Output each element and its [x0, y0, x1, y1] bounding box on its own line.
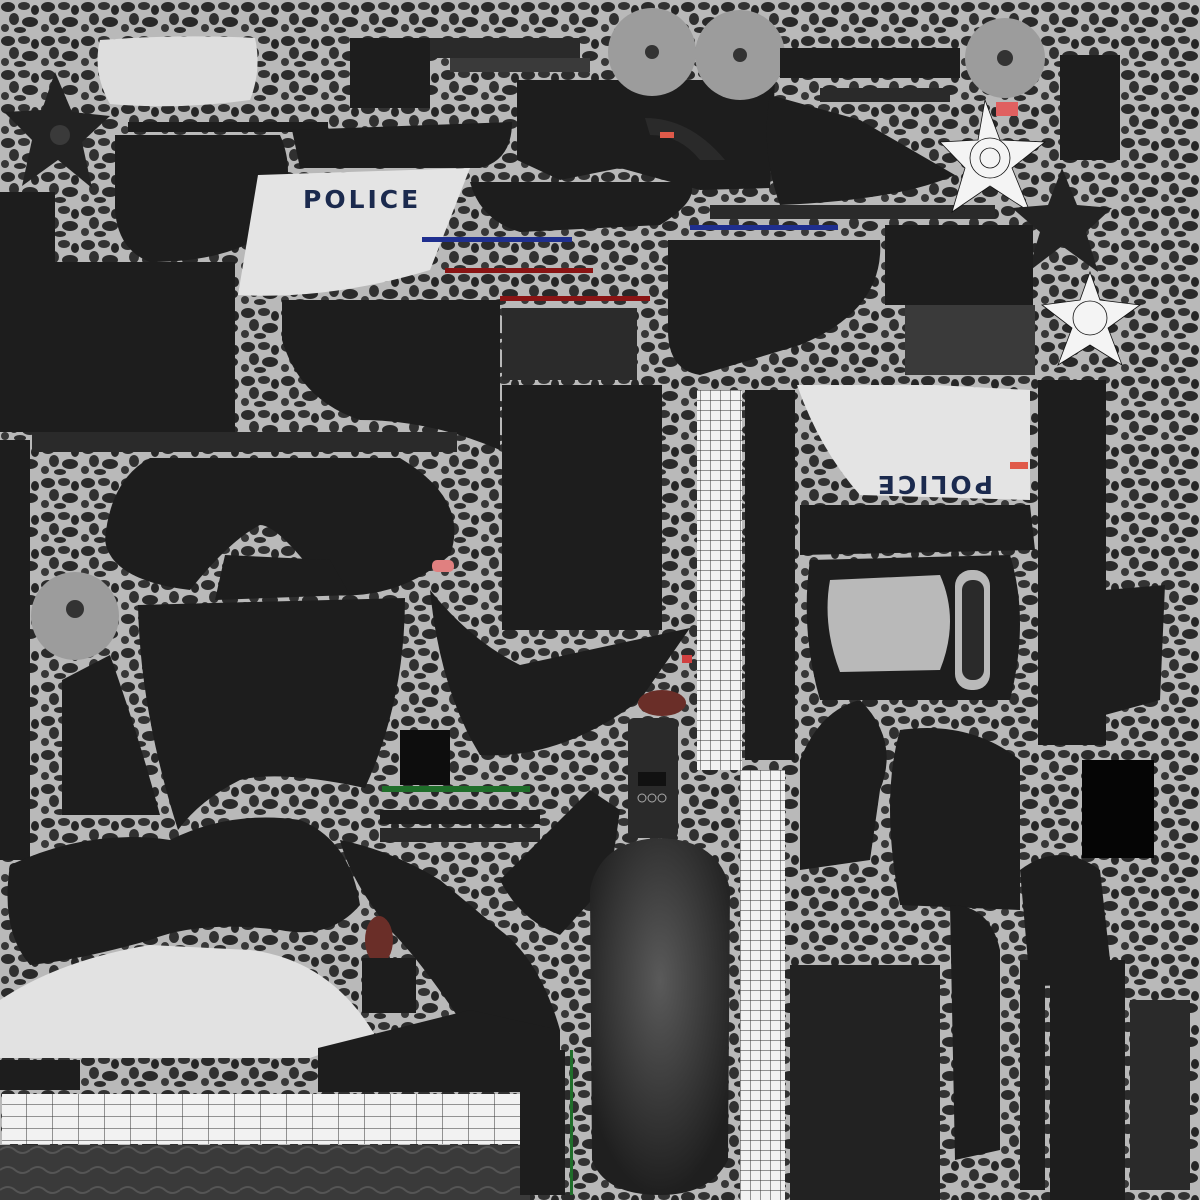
panel-fender	[766, 95, 955, 205]
accent-red-police	[1010, 462, 1028, 469]
panel-step	[318, 1010, 560, 1092]
panel-left-block	[0, 262, 235, 432]
panel-right-bracket	[950, 905, 1000, 1160]
wheel-disc-3-hub	[997, 50, 1013, 66]
police-panel-top	[238, 168, 470, 296]
panel-center-door	[502, 385, 662, 630]
wireframe-rim-2	[1040, 270, 1142, 366]
panel-side-strip	[520, 1050, 565, 1195]
stripe-dark-fender	[710, 205, 995, 219]
panel-right-block	[885, 225, 1033, 305]
panel-bumper-white	[0, 945, 375, 1058]
panel-black-square	[1082, 760, 1154, 858]
accent-red-mid	[682, 655, 692, 663]
panel-swoosh	[430, 590, 690, 756]
brake-light-1	[638, 690, 686, 716]
panel-seat-top	[800, 505, 1035, 555]
panel-right-rows	[905, 305, 1035, 375]
panel-top-strip	[128, 122, 328, 132]
wheel-disc-1-hub	[645, 45, 659, 59]
wheel-star-hub	[50, 125, 70, 145]
accent-red-left	[432, 560, 454, 572]
grille-box	[400, 730, 450, 785]
control-knob-1	[637, 793, 647, 803]
panel-right-column-bottom	[1050, 960, 1125, 1200]
panel-window-frame	[350, 38, 430, 108]
panel-top-right-strip-2	[820, 88, 950, 102]
panel-right-column	[1038, 380, 1106, 745]
panel-upper-left	[115, 135, 288, 262]
panel-window-strip	[450, 58, 590, 72]
panel-center-pillar	[745, 390, 795, 760]
panel-seat-cutout	[827, 575, 950, 672]
wheel-disc-4-hub	[66, 600, 84, 618]
panel-fender-rear	[340, 840, 560, 1030]
panel-right-wedge	[1105, 585, 1165, 715]
panel-left-wedge	[62, 655, 160, 815]
stripe-red-center	[500, 296, 650, 301]
panel-dashboard-big	[105, 458, 455, 596]
accent-red-rim	[996, 102, 1018, 116]
panel-seat-slot-inner	[962, 580, 984, 680]
panel-fender-rear-2	[500, 790, 620, 935]
accent-red-mirror	[660, 132, 674, 138]
panel-bottom-box	[362, 958, 416, 1013]
control-module-screen	[638, 772, 666, 786]
panel-top-right-block	[1060, 55, 1120, 160]
wheel-disc-2-hub	[733, 48, 747, 62]
stripe-red-top	[445, 268, 593, 273]
panel-bumper-bar-1	[380, 810, 540, 824]
panel-center-cowl	[668, 240, 881, 375]
tread-strip	[0, 1145, 530, 1200]
panel-seat-base	[790, 965, 940, 1200]
panel-left-narrow	[0, 440, 30, 860]
panel-right-thin	[1020, 960, 1045, 1190]
panel-top-right-strip	[780, 48, 960, 78]
police-decal-mirrored: POLICE	[875, 470, 993, 499]
panel-long-bar	[32, 432, 457, 452]
panel-right-arch	[1020, 855, 1110, 986]
panel-right-fender-curve	[800, 700, 887, 870]
tank-body	[590, 838, 730, 1195]
grid-strip-horizontal	[2, 1094, 524, 1144]
panel-mirror	[517, 80, 775, 190]
panel-hood-curve	[470, 182, 692, 232]
police-decal-top: POLICE	[303, 185, 421, 214]
wheel-star-right	[1012, 168, 1112, 272]
panel-dashboard	[502, 308, 637, 380]
control-knob-2	[647, 793, 657, 803]
police-panel-right	[797, 385, 1030, 500]
panel-bumper-bar-2	[380, 828, 540, 842]
brake-light-2	[365, 916, 393, 964]
panel-right-edge	[1130, 1000, 1190, 1190]
handle-shape	[645, 118, 725, 160]
panel-door-curve	[282, 300, 500, 450]
stripe-blue-fender	[690, 225, 838, 230]
panel-cowl	[215, 555, 350, 600]
wireframe-rim-1	[939, 98, 1047, 214]
grid-strip-vertical-2	[740, 770, 785, 1200]
grid-strip-vertical-1	[697, 390, 742, 770]
panel-bumper-front	[7, 817, 360, 965]
tank-green-line	[570, 1050, 573, 1195]
panel-hood-main	[138, 598, 405, 830]
stripe-green	[382, 786, 530, 792]
panel-roof-hood	[292, 122, 512, 168]
stripe-blue-top	[422, 237, 572, 242]
panel-right-door	[890, 728, 1020, 910]
control-knob-3	[657, 793, 667, 803]
panel-window-bar	[430, 38, 580, 58]
panel-bottom-strip	[0, 1060, 80, 1090]
panel-left-block-top	[0, 192, 55, 264]
panel-top-left-white	[97, 36, 258, 107]
